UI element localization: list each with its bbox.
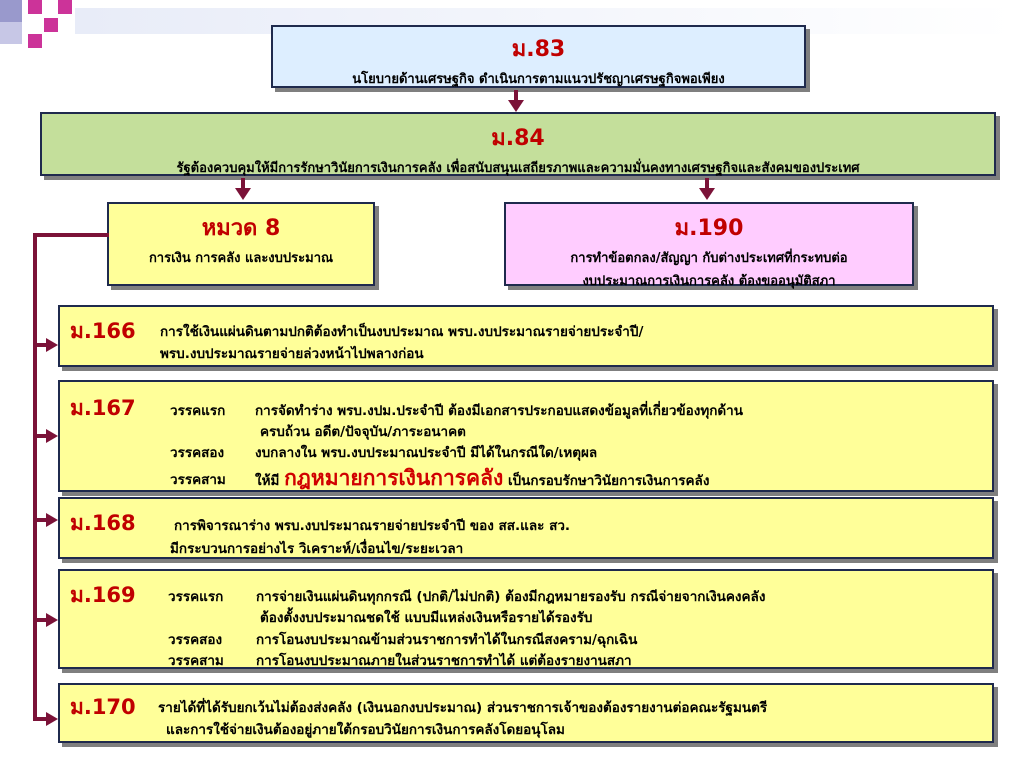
decor-square <box>0 0 22 22</box>
connector-line <box>33 434 47 438</box>
connector-line <box>33 233 37 721</box>
m83-text: นโยบายด้านเศรษฐกิจ ดำเนินการตามแนวปรัชญา… <box>352 72 725 87</box>
arrow-right <box>46 712 58 726</box>
m166-line2: พรบ.งบประมาณรายจ่ายล่วงหน้าไปพลางก่อน <box>160 346 424 362</box>
m168-box: ม.168 การพิจารณาร่าง พรบ.งบประมาณรายจ่าย… <box>58 497 994 559</box>
connector-line <box>514 90 518 102</box>
m170-number: ม.170 <box>70 695 136 719</box>
arrow-right <box>46 338 58 352</box>
connector-line <box>33 233 109 237</box>
m170-line2: และการใช้จ่ายเงินต้องอยู่ภายใต้กรอบวินัย… <box>166 722 565 738</box>
m84-title: ม.84 <box>491 126 545 151</box>
m169-p1-label: วรรคแรก <box>168 589 224 605</box>
m169-box: ม.169 วรรคแรก การจ่ายเงินแผ่นดินทุกกรณี … <box>58 569 994 669</box>
m167-p2-text: งบกลางใน พรบ.งบประมาณประจำปี มีได้ในกรณี… <box>255 445 598 461</box>
m190-box: ม.190 การทำข้อตกลง/สัญญา กับต่างประเทศที… <box>504 202 914 289</box>
decor-square <box>58 0 72 14</box>
chapter8-text: การเงิน การคลัง และงบประมาณ <box>148 251 334 266</box>
connector-line <box>33 717 47 721</box>
m168-line2: มีกระบวนการอย่างไร วิเคราะห์/เงื่อนไข/ระ… <box>170 541 464 557</box>
m83-title: ม.83 <box>511 37 566 62</box>
m166-box: ม.166 การใช้เงินแผ่นดินตามปกติต้องทำเป็น… <box>58 305 994 367</box>
m167-p1-label: วรรคแรก <box>170 403 226 419</box>
m167-p2-label: วรรคสอง <box>170 445 225 461</box>
arrow-down <box>508 100 524 112</box>
arrow-right <box>46 613 58 627</box>
m169-p2-label: วรรคสอง <box>168 632 223 648</box>
m84-box: ม.84 รัฐต้องควบคุมให้มีการรักษาวินัยการเ… <box>40 112 996 176</box>
m169-p1-line2: ต้องตั้งงบประมาณชดใช้ แบบมีแหล่งเงินหรือ… <box>260 610 593 626</box>
m167-p3-pre: ให้มี <box>255 473 280 489</box>
chapter8-title: หมวด 8 <box>201 216 281 241</box>
m170-box: ม.170 รายได้ที่ได้รับยกเว้นไม่ต้องส่งคลั… <box>58 683 994 743</box>
m84-text: รัฐต้องควบคุมให้มีการรักษาวินัยการเงินกา… <box>176 161 860 176</box>
connector-line <box>33 518 47 522</box>
decor-square <box>44 18 58 32</box>
decor-square <box>28 34 42 48</box>
m167-p3-label: วรรคสาม <box>170 472 226 488</box>
m166-line1: การใช้เงินแผ่นดินตามปกติต้องทำเป็นงบประม… <box>160 324 644 340</box>
m169-p2-text: การโอนงบประมาณข้ามส่วนราชการทำได้ในกรณีส… <box>256 632 638 648</box>
arrow-right <box>46 513 58 527</box>
m167-p3-row: ให้มี กฎหมายการเงินการคลัง เป็นกรอบรักษา… <box>255 462 709 495</box>
m167-number: ม.167 <box>70 396 136 420</box>
m167-p3-highlight: กฎหมายการเงินการคลัง <box>284 466 504 490</box>
arrow-down <box>235 188 251 200</box>
connector-line <box>33 343 47 347</box>
m190-line1: การทำข้อตกลง/สัญญา กับต่างประเทศที่กระทบ… <box>570 251 848 266</box>
m168-line1: การพิจารณาร่าง พรบ.งบประมาณรายจ่ายประจำป… <box>174 518 571 534</box>
m190-title: ม.190 <box>674 216 744 241</box>
decor-square <box>0 22 22 44</box>
decor-square <box>28 0 42 14</box>
chapter8-box: หมวด 8 การเงิน การคลัง และงบประมาณ <box>107 202 375 286</box>
arrow-down <box>699 188 715 200</box>
m169-p3-text: การโอนงบประมาณภายในส่วนราชการทำได้ แต่ต้… <box>256 653 632 669</box>
connector-line <box>241 178 245 190</box>
m167-p3-post: เป็นกรอบรักษาวินัยการเงินการคลัง <box>507 473 710 489</box>
m83-box: ม.83 นโยบายด้านเศรษฐกิจ ดำเนินการตามแนวป… <box>271 25 806 88</box>
m167-box: ม.167 วรรคแรก การจัดทำร่าง พรบ.งปม.ประจำ… <box>58 380 994 492</box>
m190-line2: งบประมาณการเงินการคลัง ต้องขออนุมัติสภา <box>582 274 836 289</box>
arrow-right <box>46 429 58 443</box>
connector-line <box>705 178 709 190</box>
m168-number: ม.168 <box>70 511 136 535</box>
connector-line <box>33 618 47 622</box>
m169-number: ม.169 <box>70 583 136 607</box>
m169-p1-line1: การจ่ายเงินแผ่นดินทุกกรณี (ปกติ/ไม่ปกติ)… <box>256 589 766 605</box>
m166-number: ม.166 <box>70 319 136 343</box>
m170-line1: รายได้ที่ได้รับยกเว้นไม่ต้องส่งคลัง (เงิ… <box>158 700 768 716</box>
m169-p3-label: วรรคสาม <box>168 653 224 669</box>
m167-p1-line1: การจัดทำร่าง พรบ.งปม.ประจำปี ต้องมีเอกสา… <box>255 403 743 419</box>
m167-p1-line2: ครบถ้วน อดีต/ปัจจุบัน/ภาระอนาคต <box>260 424 466 440</box>
